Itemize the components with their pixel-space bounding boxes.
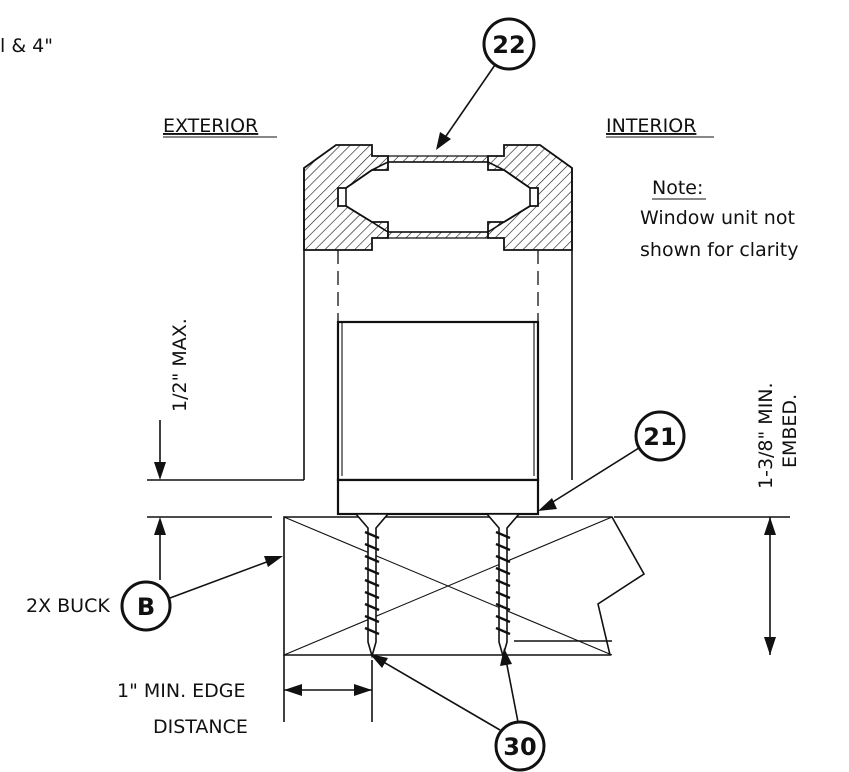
interior-label: INTERIOR — [606, 115, 696, 137]
edge-label-2: DISTANCE — [153, 716, 248, 738]
embed-label-2: EMBED. — [779, 394, 801, 468]
callout-21: 21 — [538, 410, 686, 511]
note-heading: Note: — [652, 177, 703, 199]
embed-label-1: 1-3/8" MIN. — [755, 382, 777, 489]
exterior-label: EXTERIOR — [163, 115, 258, 137]
title-fragment: l & 4" — [0, 35, 53, 57]
callout-22: 22 — [436, 17, 536, 150]
edge-label-1: 1" MIN. EDGE — [117, 680, 246, 702]
receptor-block — [336, 320, 540, 482]
callout-buck: 2X BUCK B — [26, 556, 283, 632]
note-line-2: shown for clarity — [640, 239, 799, 261]
buck-member — [283, 516, 646, 656]
callout-30: 30 — [370, 648, 546, 772]
anchor-screw-right — [485, 513, 521, 659]
callout-22-number: 22 — [492, 31, 525, 59]
dim-half-inch-max: 1/2" MAX. — [147, 318, 304, 580]
dim-edge-distance: 1" MIN. EDGE DISTANCE — [117, 655, 373, 738]
callout-21-number: 21 — [643, 423, 676, 451]
dim-embed: 1-3/8" MIN. EMBED. — [614, 382, 801, 655]
mullion-profile — [303, 144, 573, 480]
callout-b-letter: B — [137, 593, 155, 621]
anchor-screw-left — [354, 513, 390, 659]
note-line-1: Window unit not — [640, 207, 795, 229]
buck-label: 2X BUCK — [26, 595, 110, 617]
sill-strip — [336, 478, 540, 516]
half-inch-max-label: 1/2" MAX. — [169, 318, 191, 412]
callout-30-number: 30 — [503, 733, 536, 761]
